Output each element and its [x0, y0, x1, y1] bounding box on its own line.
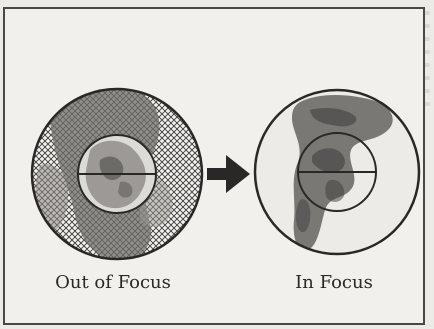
right-arrow-icon — [207, 155, 250, 193]
in-focus-view — [255, 90, 419, 254]
label-in-focus: In Focus — [264, 272, 404, 293]
out-of-focus-view — [32, 85, 202, 262]
label-out-of-focus: Out of Focus — [28, 272, 198, 293]
